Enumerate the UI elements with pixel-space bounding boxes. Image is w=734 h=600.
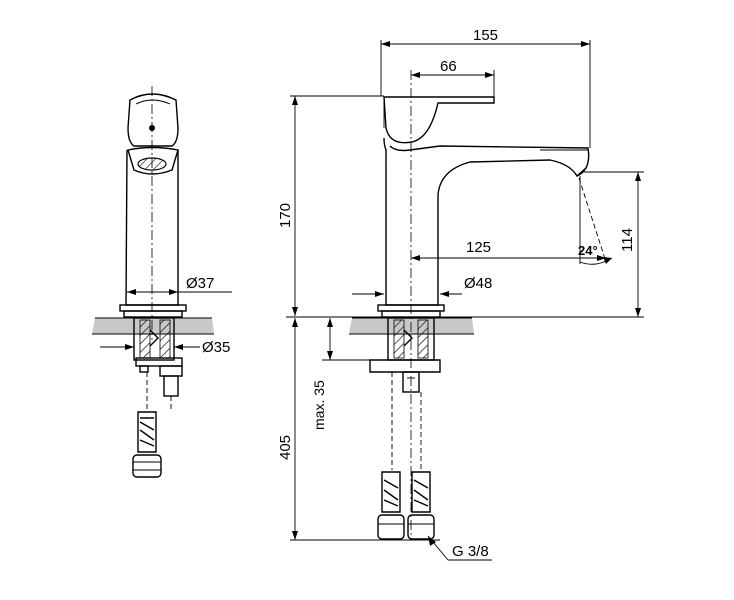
spout-reach-label: 125 — [466, 239, 491, 256]
front-hose-nut-left — [377, 514, 405, 540]
side-shank — [133, 317, 175, 361]
spout-angle-label: 24° — [578, 243, 598, 258]
side-shank-diameter-label: Ø35 — [202, 339, 230, 356]
front-view: 155 66 170 114 125 24° — [277, 27, 644, 561]
front-hose-right — [411, 471, 431, 513]
hose-length-label: 405 — [277, 435, 294, 460]
lever-length-label: 66 — [440, 58, 457, 75]
front-body-spout — [383, 137, 590, 306]
side-base-plate — [119, 304, 187, 312]
width-total-label: 155 — [473, 27, 498, 44]
side-handle — [127, 93, 179, 147]
height-total-label: 170 — [277, 203, 294, 228]
spout-height-label: 114 — [619, 228, 636, 252]
side-body — [125, 149, 179, 306]
side-countertop — [92, 318, 214, 334]
base-diameter-label: Ø48 — [464, 275, 492, 292]
side-aerator — [127, 146, 179, 175]
front-countertop — [349, 318, 474, 334]
side-hose-nut — [132, 454, 162, 478]
side-hose — [137, 411, 157, 453]
side-body-diameter-label: Ø37 — [186, 275, 214, 292]
max-deck-thickness-label: max. 35 — [311, 380, 327, 430]
front-hose-nut-right — [407, 514, 435, 540]
front-hose-left — [381, 471, 401, 513]
connection-thread-label: G 3/8 — [452, 543, 489, 560]
front-lever — [383, 96, 495, 144]
side-view: Ø37 Ø35 — [92, 86, 232, 478]
